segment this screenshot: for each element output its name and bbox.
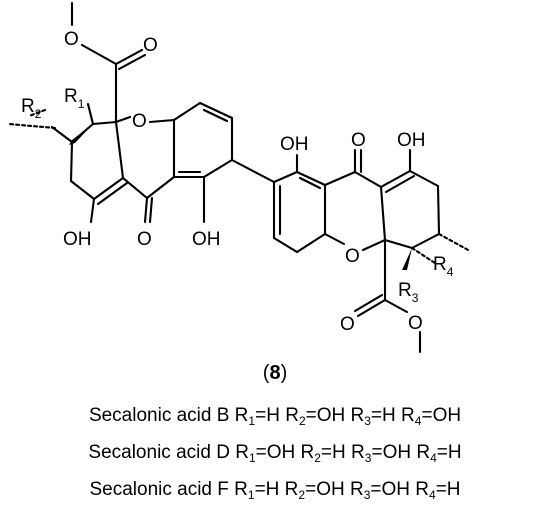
- left-ester-group: [70, 1, 147, 124]
- right-pyranone-ring: [323, 148, 387, 252]
- right-ester-group: [353, 238, 422, 354]
- right-ring-oxygen: O: [345, 246, 360, 267]
- chemical-structure: O O R1 R2 O OH O OH OH O OH O R4 R3 O O: [7, 1, 472, 354]
- biaryl-bond: [230, 158, 276, 184]
- left-ester-ether-oxygen: O: [64, 29, 79, 50]
- right-r3-label: R3: [398, 280, 419, 305]
- legend-row-secalonic-acid-d: Secalonic acid D R1=OH R2=H R3=OH R4=H: [88, 442, 462, 465]
- right-phenol-hydroxyl: OH: [280, 134, 309, 155]
- left-r1-label: R1: [64, 86, 85, 111]
- left-ring-oxygen: O: [132, 111, 147, 132]
- left-ring-a-cyclohexene: [7, 102, 129, 224]
- left-ketone-oxygen: O: [137, 229, 152, 250]
- right-aromatic-ring: [272, 153, 327, 254]
- right-ketone-oxygen: O: [351, 130, 366, 151]
- right-enol-hydroxyl: OH: [397, 130, 426, 151]
- compound-name: Secalonic acid F: [89, 479, 229, 500]
- right-ring-a-cyclohexene: [379, 148, 472, 270]
- right-ester-ether-oxygen: O: [408, 313, 423, 334]
- left-aromatic-ring: [172, 101, 234, 224]
- substituent-legend: Secalonic acid B R1=H R2=OH R3=H R4=OH S…: [0, 400, 550, 511]
- left-phenol-hydroxyl: OH: [192, 229, 221, 250]
- right-ester-carbonyl-oxygen: O: [340, 314, 355, 335]
- right-r4-label: R4: [433, 254, 454, 279]
- compound-name: Secalonic acid D: [88, 442, 230, 463]
- left-pyranone-ring: [114, 115, 176, 224]
- left-r2-label: R2: [21, 96, 42, 121]
- left-enol-hydroxyl: OH: [63, 229, 92, 250]
- legend-row-secalonic-acid-b: Secalonic acid B R1=H R2=OH R3=H R4=OH: [88, 405, 462, 428]
- left-ester-carbonyl-oxygen: O: [143, 35, 158, 56]
- compound-number-label: (8): [262, 362, 288, 384]
- compound-name: Secalonic acid B: [88, 405, 230, 426]
- legend-row-secalonic-acid-f: Secalonic acid F R1=H R2=OH R3=OH R4=H: [89, 479, 461, 502]
